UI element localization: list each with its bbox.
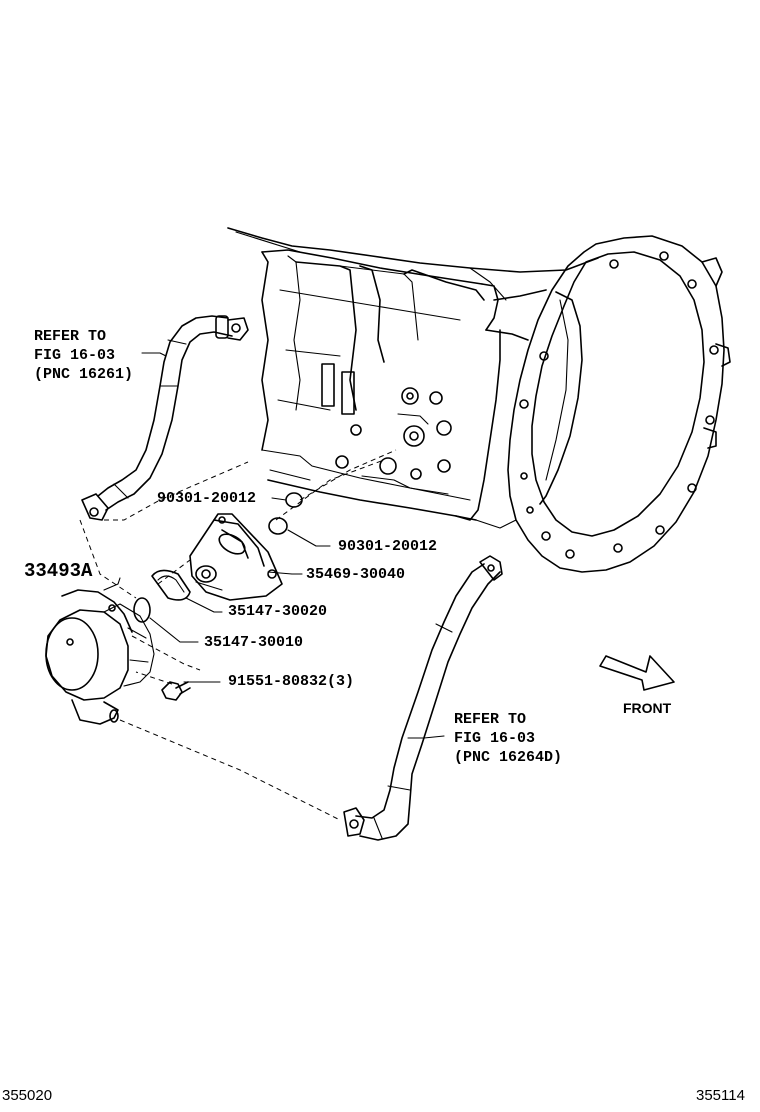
refer-lower-line1: REFER TO <box>454 711 527 728</box>
part-label-35147-30010: 35147-30010 <box>204 634 304 651</box>
part-label-90301-top: 90301-20012 <box>157 490 257 507</box>
adapter-plate <box>189 513 283 601</box>
part-label-35469: 35469-30040 <box>306 566 406 583</box>
o-ring-35147-30010 <box>133 597 151 623</box>
refer-upper-line1: REFER TO <box>34 328 107 345</box>
front-arrow-icon <box>599 655 675 691</box>
front-label: FRONT <box>623 700 672 716</box>
o-ring-90301-top <box>285 492 303 508</box>
footer-left-code: 355020 <box>2 1087 53 1104</box>
dashed-assembly-lines <box>79 449 397 821</box>
transmission-case <box>227 227 731 573</box>
upper-hose <box>81 315 249 521</box>
bolt-91551 <box>161 681 191 701</box>
part-label-33493a: 33493A <box>24 560 93 582</box>
refer-lower-line3: (PNC 16264D) <box>454 749 563 766</box>
part-label-90301-bottom: 90301-20012 <box>338 538 438 555</box>
refer-upper-line3: (PNC 16261) <box>34 366 134 383</box>
part-label-35147-30020: 35147-30020 <box>228 603 328 620</box>
footer-right-code: 355114 <box>696 1087 745 1104</box>
o-ring-90301-bottom <box>268 517 288 535</box>
filter-housing <box>45 589 155 725</box>
leader-lines <box>103 352 445 739</box>
refer-lower-line2: FIG 16-03 <box>454 730 536 747</box>
part-label-91551: 91551-80832(3) <box>228 673 355 690</box>
lower-hose <box>343 555 503 841</box>
o-rings <box>133 492 303 623</box>
gasket-35147-30020 <box>151 569 191 601</box>
refer-upper-line2: FIG 16-03 <box>34 347 116 364</box>
